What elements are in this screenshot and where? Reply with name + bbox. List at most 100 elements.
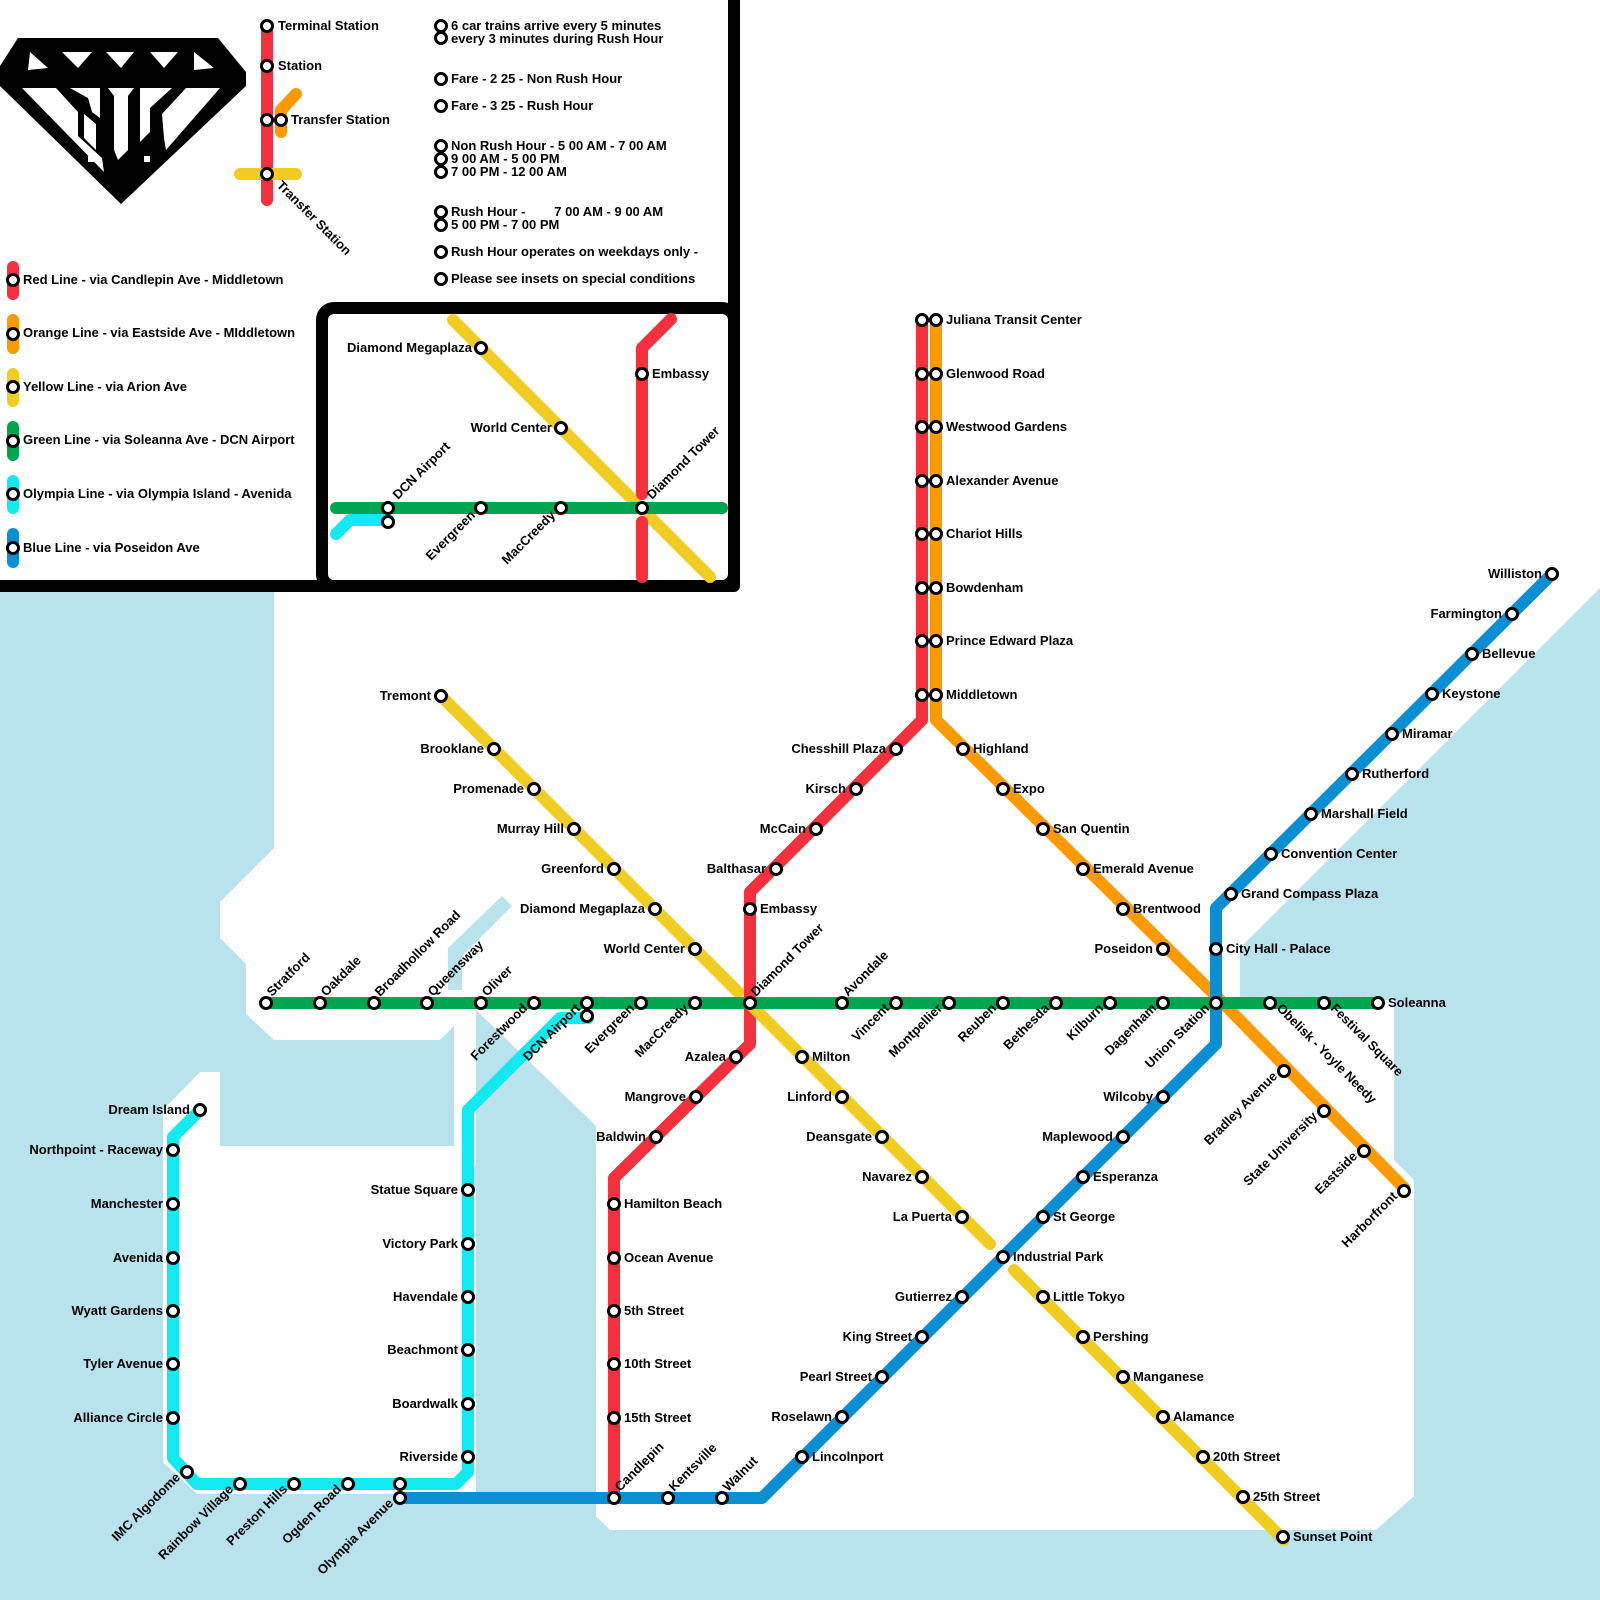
station-label: Kirsch <box>806 781 847 796</box>
legend-transfer-station: Transfer Station <box>291 112 390 127</box>
station-marker <box>1238 1492 1249 1503</box>
station-label: Chesshill Plaza <box>791 741 886 756</box>
station-marker <box>369 998 380 1009</box>
station-marker <box>1198 1452 1209 1463</box>
station-kirsch: Kirsch <box>806 781 862 796</box>
station-marker <box>931 636 942 647</box>
station-marker <box>489 744 500 755</box>
station-eastside: Eastside <box>1312 1146 1370 1197</box>
station-marker <box>1467 649 1478 660</box>
station-williston: Williston <box>1488 566 1558 581</box>
station-city-hall-palace: City Hall - Palace <box>1211 941 1331 956</box>
station-label: Keystone <box>1442 686 1501 701</box>
station-label: Avondale <box>840 947 892 999</box>
station-marker <box>463 1292 474 1303</box>
station-marker <box>917 422 928 433</box>
station-marker <box>931 583 942 594</box>
station-tremont: Tremont <box>380 688 447 703</box>
station-label: Sunset Point <box>1293 1529 1373 1544</box>
station-label: Expo <box>1013 781 1045 796</box>
station-marker <box>1547 569 1558 580</box>
station-marker <box>609 1306 620 1317</box>
station-label: Marshall Field <box>1321 806 1408 821</box>
station-label: Pearl Street <box>800 1369 873 1384</box>
svg-text:Green Line - via Soleanna Ave: Green Line - via Soleanna Ave - DCN Airp… <box>23 432 295 447</box>
station-grand-compass-plaza: Grand Compass Plaza <box>1226 886 1380 901</box>
station-marker <box>168 1199 179 1210</box>
inset-label-maccreedy: MacCreedy <box>498 507 558 567</box>
station-label: Diamond Tower <box>748 920 827 999</box>
station-marker <box>957 1212 968 1223</box>
station-label: Chariot Hills <box>946 526 1023 541</box>
inset-label-dcn-airport: DCN Airport <box>390 438 454 502</box>
inset-label-evergreen: Evergreen <box>423 507 479 563</box>
station-marker <box>1078 1172 1089 1183</box>
station-label: Navarez <box>862 1169 912 1184</box>
station-label: 15th Street <box>624 1410 692 1425</box>
station-baldwin: Baldwin <box>596 1129 661 1144</box>
station-marker <box>463 1239 474 1250</box>
station-boardwalk: Boardwalk <box>392 1396 473 1411</box>
station-label: Linford <box>787 1089 832 1104</box>
station-marker <box>609 864 620 875</box>
station-marker <box>609 1493 620 1504</box>
station-label: San Quentin <box>1053 821 1130 836</box>
station-marker <box>582 998 593 1009</box>
station-marker <box>771 864 782 875</box>
station-marker <box>1319 1106 1330 1117</box>
station-label: Dream Island <box>108 1102 190 1117</box>
station-label: Bowdenham <box>946 580 1023 595</box>
station-15th-street: 15th Street <box>609 1410 692 1425</box>
station-label: Greenford <box>541 861 604 876</box>
station-label: Industrial Park <box>1013 1249 1104 1264</box>
station-label: La Puerta <box>893 1209 953 1224</box>
station-marker <box>917 369 928 380</box>
station-marker <box>917 476 928 487</box>
station-label: Boardwalk <box>392 1396 459 1411</box>
station-obelisk-yoyle-needy: Obelisk - Yoyle Needy <box>1265 998 1381 1107</box>
station-marker <box>1359 1146 1370 1157</box>
station-label: Miramar <box>1402 726 1453 741</box>
station-marker <box>609 1359 620 1370</box>
station-label: Bellevue <box>1482 646 1535 661</box>
station-marker <box>609 1199 620 1210</box>
station-wilcoby: Wilcoby <box>1103 1089 1168 1104</box>
station-marker <box>168 1253 179 1264</box>
station-ocean-avenue: Ocean Avenue <box>609 1250 714 1265</box>
station-label: Westwood Gardens <box>946 419 1067 434</box>
legend-station: Station <box>278 58 322 73</box>
station-mccain: McCain <box>760 821 822 836</box>
station-marker <box>343 1479 354 1490</box>
station-marker <box>168 1413 179 1424</box>
station-alliance-circle: Alliance Circle <box>73 1410 178 1425</box>
station-marker <box>1373 998 1384 1009</box>
legend-item-blue: Blue Line - via Poseidon Ave <box>8 534 200 562</box>
station-marker <box>1387 729 1398 740</box>
station-marshall-field: Marshall Field <box>1306 806 1408 821</box>
station-marker <box>651 1132 662 1143</box>
station-alexander-avenue: Alexander Avenue <box>917 473 1059 488</box>
station-label: Pershing <box>1093 1329 1149 1344</box>
station-marker <box>931 476 942 487</box>
station-marker <box>395 1479 406 1490</box>
station-marker <box>182 1467 193 1478</box>
station-linford: Linford <box>787 1089 847 1104</box>
station-marker <box>917 583 928 594</box>
station-label: Mangrove <box>625 1089 686 1104</box>
station-marker <box>958 744 969 755</box>
station-marker <box>917 690 928 701</box>
station-marker <box>797 1452 808 1463</box>
station-label: Embassy <box>760 901 818 916</box>
station-marker <box>1226 889 1237 900</box>
yellow-line-south <box>752 1006 990 1244</box>
station-marker <box>731 1052 742 1063</box>
station-label: Obelisk - Yoyle Needy <box>1274 1001 1380 1107</box>
station-state-university: State University <box>1240 1106 1329 1189</box>
station-emerald-avenue: Emerald Avenue <box>1078 861 1194 876</box>
legend-item-orange: Orange Line - via Eastside Ave - MIddlet… <box>8 320 296 348</box>
station-marker <box>1347 769 1358 780</box>
station-label: Victory Park <box>382 1236 458 1251</box>
station-marker <box>1118 1372 1129 1383</box>
station-label: Ocean Avenue <box>624 1250 713 1265</box>
